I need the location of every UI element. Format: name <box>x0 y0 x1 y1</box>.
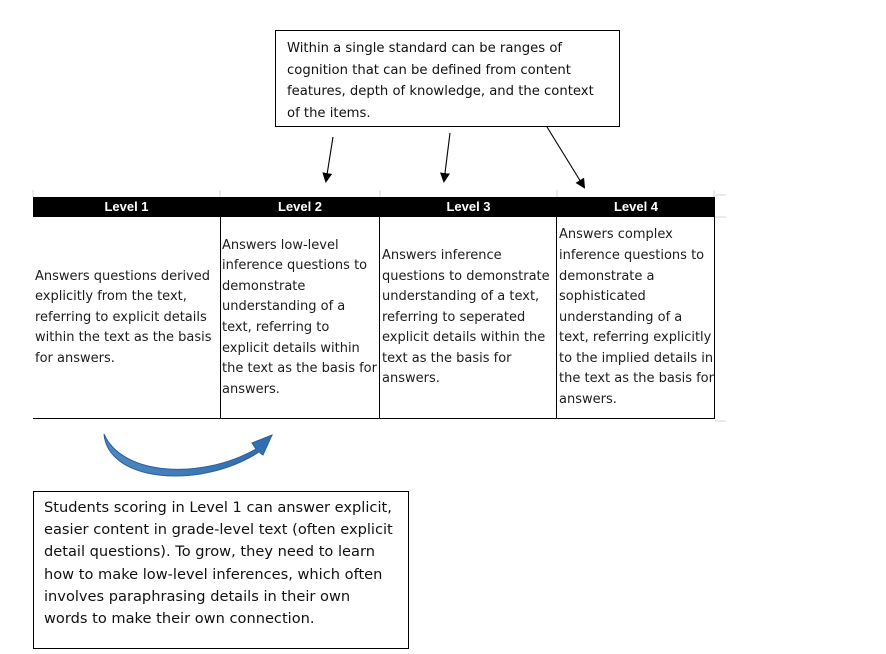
table-bottom-border <box>33 418 715 419</box>
arrow-to-level-4 <box>546 126 586 189</box>
column-divider <box>556 197 557 419</box>
level-description: Answers inference questions to demonstra… <box>382 247 550 387</box>
curved-growth-arrow <box>103 433 273 477</box>
bottom-callout-text: Students scoring in Level 1 can answer e… <box>44 499 393 628</box>
level-description: Answers low-level inference questions to… <box>222 237 377 397</box>
level-column: Level 3 Answers inference questions to d… <box>380 197 557 419</box>
level-description-cell: Answers questions derived explicitly fro… <box>33 217 220 419</box>
level-description: Answers questions derived explicitly fro… <box>35 268 212 366</box>
level-header: Level 4 <box>557 197 715 217</box>
level-description-cell: Answers complex inference questions to d… <box>557 217 715 419</box>
level-header: Level 3 <box>380 197 557 217</box>
top-callout-text: Within a single standard can be ranges o… <box>287 41 594 121</box>
level-header: Level 1 <box>33 197 220 217</box>
column-divider <box>220 197 221 419</box>
column-divider <box>379 197 380 419</box>
level-header: Level 2 <box>220 197 380 217</box>
level-column: Level 1 Answers questions derived explic… <box>33 197 220 419</box>
arrow-to-level-2 <box>322 136 334 183</box>
bottom-callout-box: Students scoring in Level 1 can answer e… <box>33 491 409 649</box>
level-description: Answers complex inference questions to d… <box>559 227 714 408</box>
level-column: Level 2 Answers low-level inference ques… <box>220 197 380 419</box>
arrow-to-level-3 <box>440 132 451 183</box>
level-column: Level 4 Answers complex inference questi… <box>557 197 715 419</box>
column-divider <box>714 197 715 419</box>
top-callout-box: Within a single standard can be ranges o… <box>275 30 620 127</box>
level-description-cell: Answers inference questions to demonstra… <box>380 217 557 419</box>
levels-table: Level 1 Answers questions derived explic… <box>33 197 715 419</box>
level-description-cell: Answers low-level inference questions to… <box>220 217 380 419</box>
